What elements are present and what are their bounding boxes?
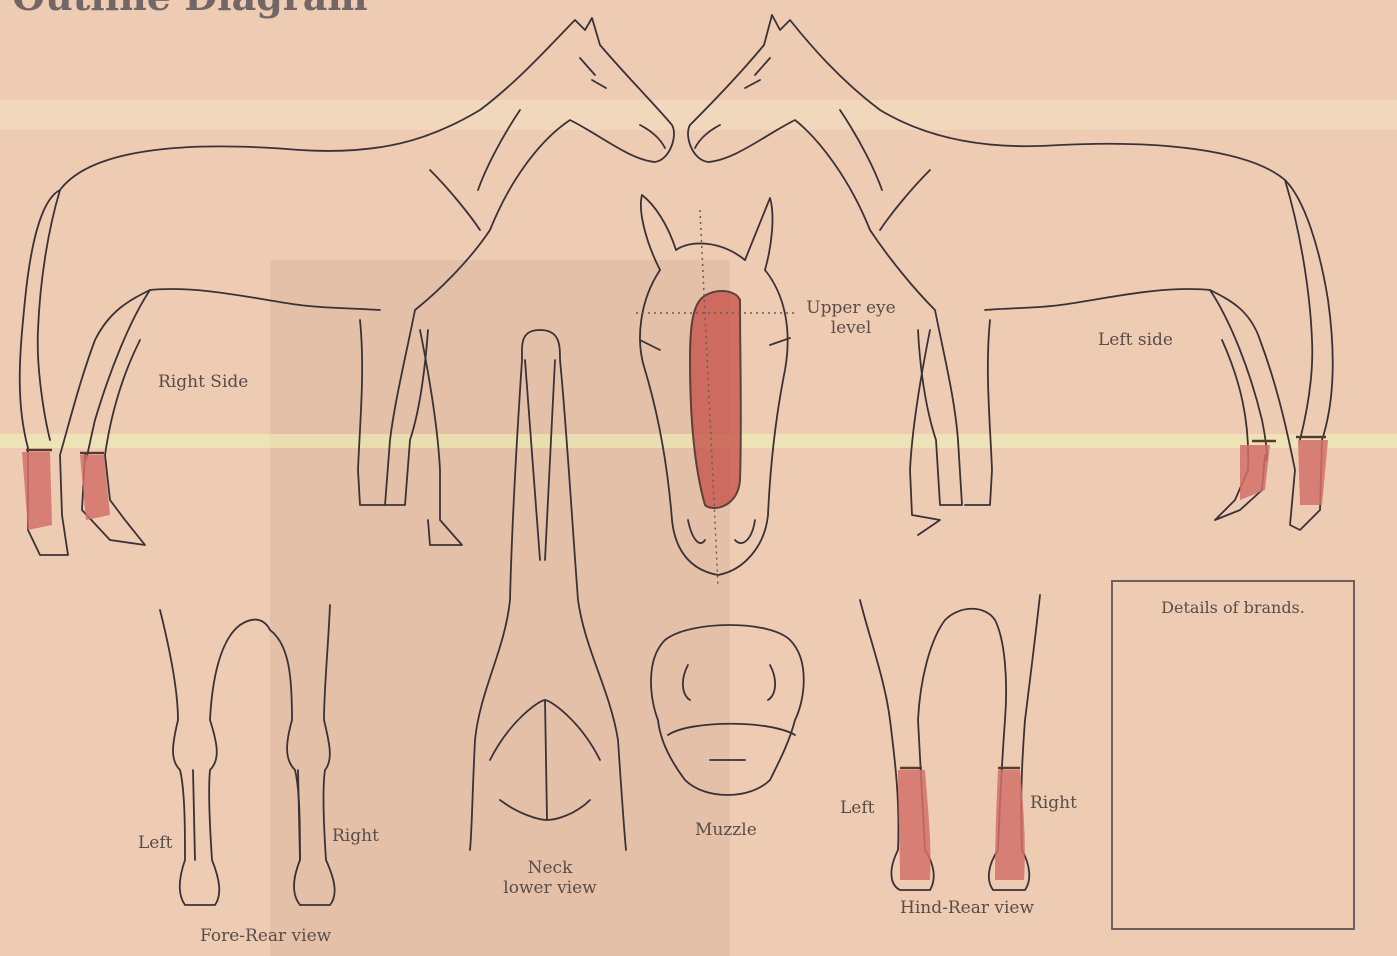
- fore-rear-view-label: Fore-Rear view: [200, 926, 331, 946]
- hind-rear-view-label: Hind-Rear view: [900, 898, 1034, 918]
- brands-details-box[interactable]: Details of brands.: [1111, 580, 1355, 930]
- neck-label-line1: Neck: [505, 858, 595, 878]
- left-side-label: Left side: [1098, 330, 1173, 350]
- hind-left-label: Left: [840, 798, 874, 818]
- fore-right-label: Right: [332, 826, 379, 846]
- fore-left-label: Left: [138, 833, 172, 853]
- upper-eye-level-label-line2: level: [806, 318, 896, 338]
- upper-eye-level-label-line1: Upper eye: [806, 298, 896, 318]
- hind-right-label: Right: [1030, 793, 1077, 813]
- right-side-label: Right Side: [158, 372, 248, 392]
- muzzle-label: Muzzle: [695, 820, 757, 840]
- brands-details-label: Details of brands.: [1113, 598, 1353, 617]
- neck-label-line2: lower view: [490, 878, 610, 898]
